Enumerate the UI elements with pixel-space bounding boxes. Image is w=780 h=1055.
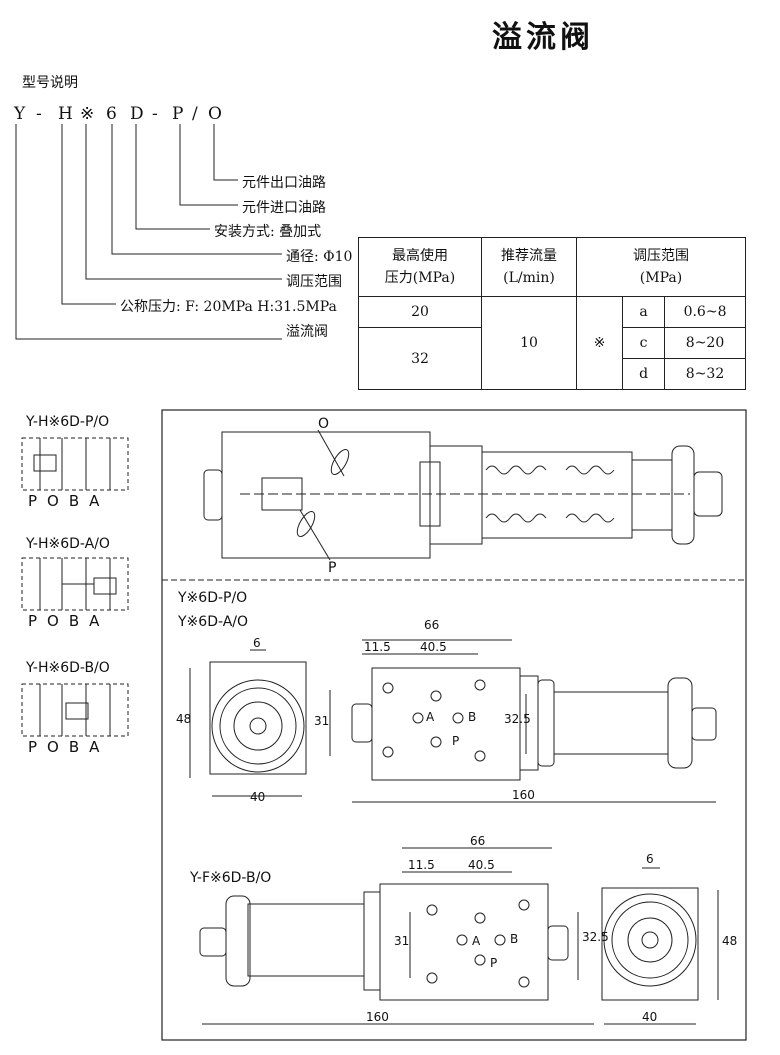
code-char: O xyxy=(208,104,222,124)
legend-pressure: 公称压力: F: 20MPa H:31.5MPa xyxy=(120,299,337,315)
dim-48: 48 xyxy=(722,934,738,948)
symbol-label: Y-H※6D-A/O xyxy=(26,536,110,552)
dim-160: 160 xyxy=(512,788,535,802)
dim-40: 40 xyxy=(250,790,266,804)
port-a: A xyxy=(472,934,481,948)
front-view-2 xyxy=(601,867,719,1025)
symbol-label: Y-H※6D-P/O xyxy=(26,414,110,430)
side-view-2 xyxy=(199,847,594,1025)
code-char: / xyxy=(192,104,198,124)
side-view-1 xyxy=(329,639,717,803)
pressure-cell: 20 xyxy=(358,296,482,328)
front-view-1 xyxy=(189,649,307,797)
dim-11-5: 11.5 xyxy=(408,858,435,872)
legend-range: 调压范围 xyxy=(286,274,342,290)
dim-48: 48 xyxy=(176,712,192,726)
section-p-label: P xyxy=(328,560,337,576)
range-code: c xyxy=(622,327,666,359)
dim-40-5: 40.5 xyxy=(468,858,495,872)
dim-32-5: 32.5 xyxy=(582,930,609,944)
dim-32-5: 32.5 xyxy=(504,712,531,726)
header-range: 调压范围 (MPa) xyxy=(576,237,746,297)
cross-section xyxy=(203,429,723,561)
code-char: ※ xyxy=(80,104,95,124)
dim-160: 160 xyxy=(366,1010,389,1024)
code-char: 6 xyxy=(106,104,117,124)
range-code: d xyxy=(622,358,666,390)
flow-cell: 10 xyxy=(481,296,577,390)
view-label: Y-F※6D-B/O xyxy=(190,870,272,886)
legend-bore: 通径: Φ10 xyxy=(286,249,353,265)
pressure-cell: 32 xyxy=(358,327,482,390)
dim-6: 6 xyxy=(646,852,654,866)
dim-31: 31 xyxy=(394,934,410,948)
header-max-pressure: 最高使用 压力(MPa) xyxy=(358,237,482,297)
code-char: - xyxy=(36,104,42,124)
legend-inlet: 元件进口油路 xyxy=(242,200,326,216)
legend-mounting: 安装方式: 叠加式 xyxy=(214,224,322,240)
legend-outlet: 元件出口油路 xyxy=(242,175,326,191)
code-char: D xyxy=(130,104,144,124)
dim-66: 66 xyxy=(470,834,486,848)
port-p: P xyxy=(452,734,460,748)
range-value: 8~20 xyxy=(664,327,746,359)
legend-valve: 溢流阀 xyxy=(286,324,328,340)
symbol-label: Y-H※6D-B/O xyxy=(26,660,110,676)
view-label: Y※6D-A/O xyxy=(178,614,249,630)
port-b: B xyxy=(468,710,477,724)
model-explanation-heading: 型号说明 xyxy=(22,75,78,91)
symbol-ports: POBA xyxy=(28,738,110,756)
dim-6: 6 xyxy=(253,636,261,650)
symbol-diagrams xyxy=(21,437,129,737)
view-label: Y※6D-P/O xyxy=(178,590,248,606)
symbol-ports: POBA xyxy=(28,492,110,510)
code-char: - xyxy=(152,104,158,124)
symbol-ports: POBA xyxy=(28,612,110,630)
spec-table: 最高使用 压力(MPa) 推荐流量 (L/min) 调压范围 (MPa) 20 … xyxy=(358,237,746,390)
code-char: Y xyxy=(14,104,26,124)
dim-11-5: 11.5 xyxy=(364,640,391,654)
code-char: P xyxy=(172,104,184,124)
port-p: P xyxy=(490,956,498,970)
dim-66: 66 xyxy=(424,618,440,632)
marker-cell: ※ xyxy=(575,296,624,390)
page-title: 溢流阀 xyxy=(492,20,594,55)
range-value: 8~32 xyxy=(664,358,746,390)
dim-31: 31 xyxy=(314,714,330,728)
dim-40: 40 xyxy=(642,1010,658,1024)
dim-40-5: 40.5 xyxy=(420,640,447,654)
section-o-label: O xyxy=(318,416,330,432)
port-a: A xyxy=(426,710,435,724)
code-char: H xyxy=(58,104,73,124)
port-b: B xyxy=(510,932,519,946)
